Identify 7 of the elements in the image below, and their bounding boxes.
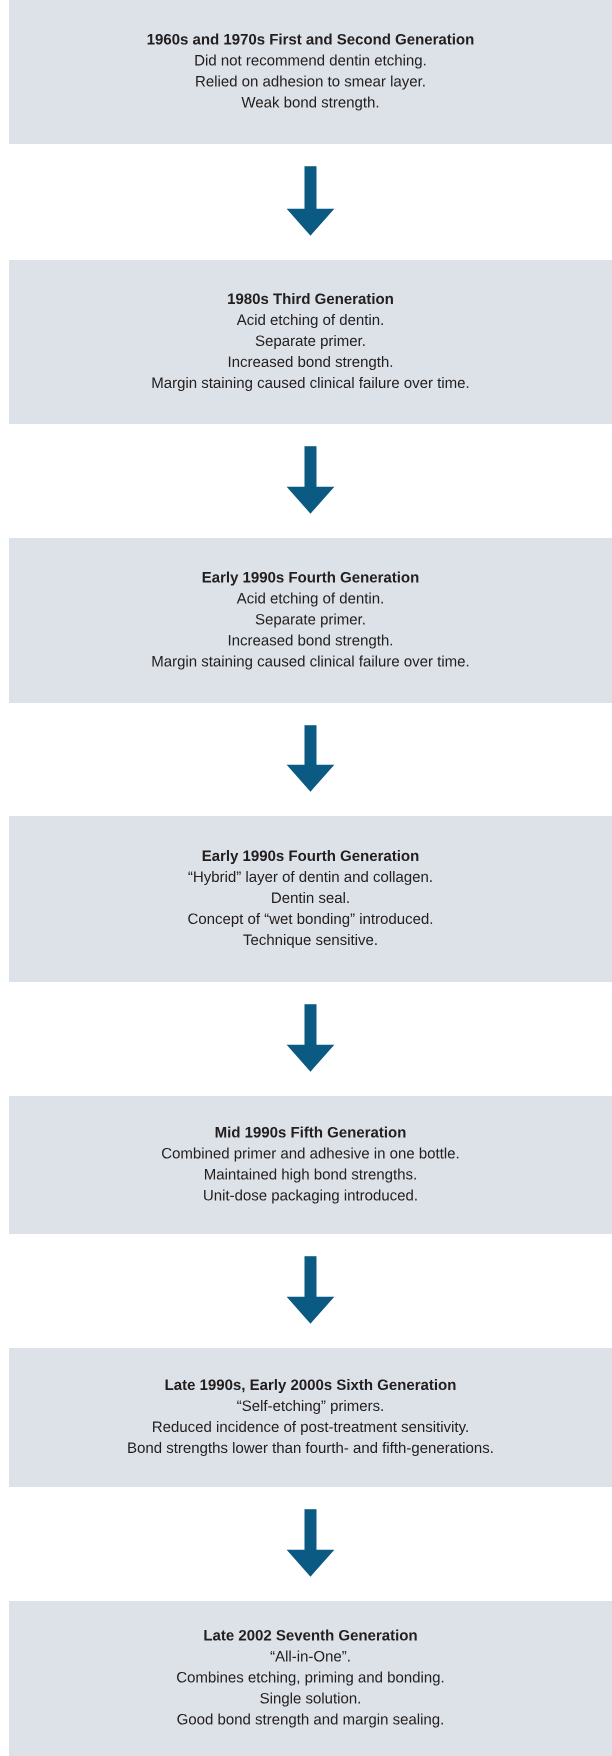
generation-box: Early 1990s Fourth Generation “Hybrid” layer of dentin and collagen. Dentin seal. Concept of “wet bonding” introduced. Technique sensitive.	[9, 816, 612, 982]
generation-box: Late 2002 Seventh Generation “All-in-One”. Combines etching, priming and bonding. Single solution. Good bond strength and margin sealing.	[9, 1601, 612, 1756]
generation-box: 1960s and 1970s First and Second Generation Did not recommend dentin etching. Relied on adhesion to smear layer. Weak bond strength.	[9, 0, 612, 144]
generation-box: Late 1990s, Early 2000s Sixth Generation “Self-etching” primers. Reduced incidence of post-treatment sensitivity. Bond strengths lower than fourth- and fifth-generations.	[9, 1348, 612, 1487]
generation-box: Mid 1990s Fifth Generation Combined primer and adhesive in one bottle. Maintained high bond strengths. Unit-dose packaging introduced.	[9, 1096, 612, 1234]
generation-box: 1980s Third Generation Acid etching of dentin. Separate primer. Increased bond strength. Margin staining caused clinical failure over time.	[9, 260, 612, 424]
generation-box: Early 1990s Fourth Generation Acid etching of dentin. Separate primer. Increased bond strength. Margin staining caused clinical failure over time.	[9, 538, 612, 703]
